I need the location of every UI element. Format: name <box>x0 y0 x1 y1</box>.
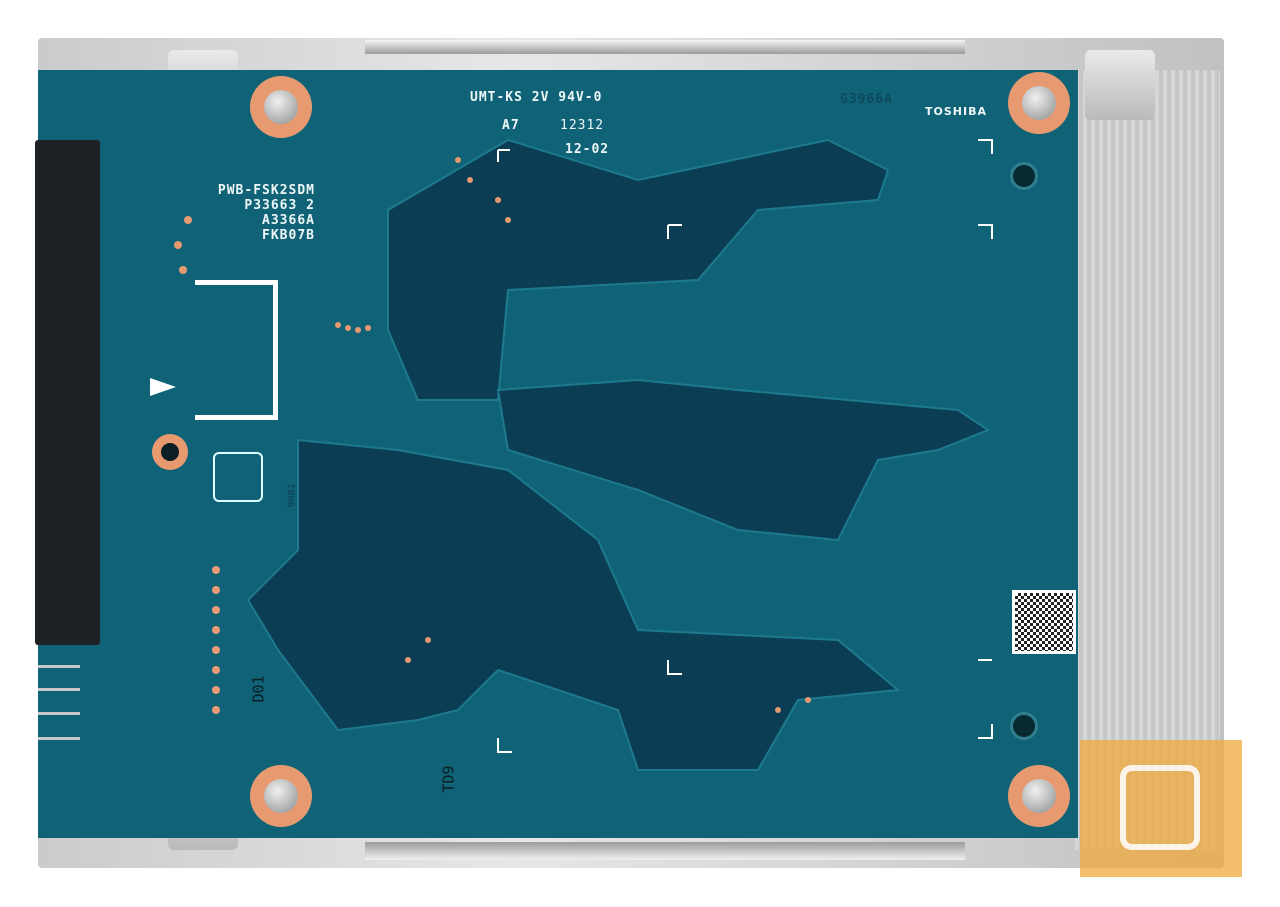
part-line: A3366A <box>262 213 315 228</box>
mount-hole <box>1010 712 1038 740</box>
connector-pin <box>38 712 80 715</box>
sata-connector <box>35 140 100 645</box>
screw-icon <box>1008 765 1070 827</box>
date-label: 12-02 <box>565 142 610 157</box>
fiducial-marks <box>497 139 993 753</box>
ref-d01: D01 <box>249 675 268 703</box>
pcb-traces <box>152 138 993 771</box>
bottom-rail <box>365 842 965 860</box>
test-pads <box>174 157 811 714</box>
watermark <box>1080 740 1242 877</box>
trace-region-bottom <box>246 438 901 771</box>
pcb-board <box>38 70 1078 838</box>
screw-icon <box>1008 72 1070 134</box>
screw-icon <box>250 76 312 138</box>
connector-pin <box>38 737 80 740</box>
leaf-logo-icon <box>213 452 263 502</box>
mount-tab <box>1085 50 1155 120</box>
part-line: P33663 2 <box>244 198 315 213</box>
trace-region-middle <box>496 378 991 542</box>
part-line: PWB-FSK2SDM <box>217 183 315 198</box>
right-side-plate <box>1075 70 1220 850</box>
code-label: 12312 <box>560 118 605 133</box>
flex-connector <box>195 280 278 420</box>
brand-label: TOSHIBA <box>925 105 987 118</box>
ul-marking: UMT-KS 2V 94V-0 <box>470 90 603 105</box>
datamatrix-code <box>1012 590 1076 654</box>
rev-label: A7 <box>502 118 520 133</box>
screw-icon <box>250 765 312 827</box>
part-label-block: PWB-FSK2SDM P33663 2 A3366A FKB07B <box>218 183 315 243</box>
ref-9081: 9081 <box>286 483 298 508</box>
part-line: FKB07B <box>262 228 315 243</box>
pin1-arrow-icon <box>150 378 176 396</box>
top-rail <box>365 40 965 54</box>
mount-hole <box>1010 162 1038 190</box>
trace-region-top <box>387 138 890 401</box>
connector-pin <box>38 665 80 668</box>
board-id-label: G3966A <box>840 92 893 107</box>
watermark-logo-icon <box>1120 765 1200 850</box>
ref-td9: TD9 <box>439 765 458 793</box>
connector-pin <box>38 688 80 691</box>
